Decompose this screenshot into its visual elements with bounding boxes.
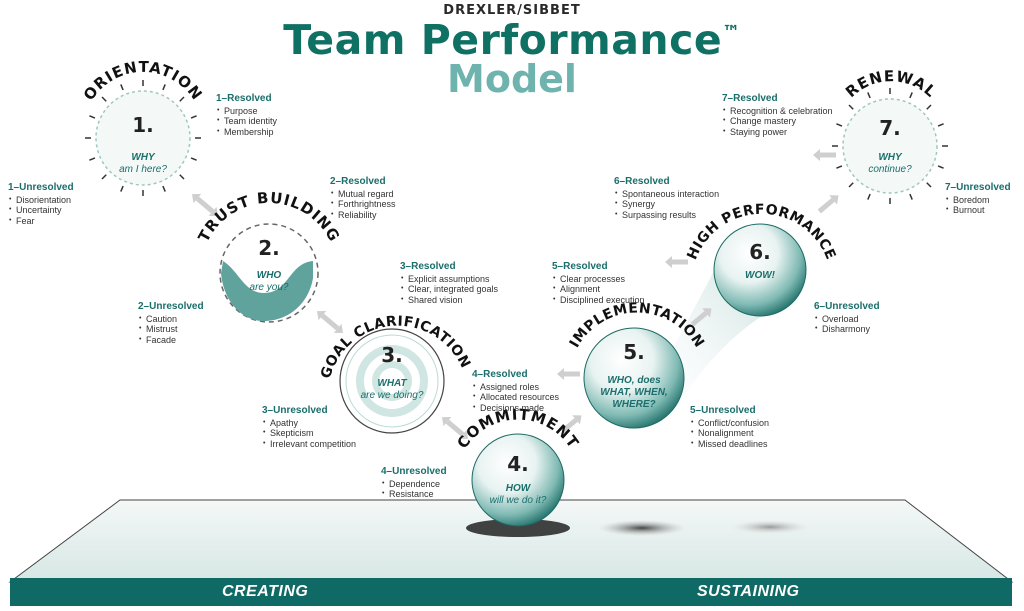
arrow-6-back	[665, 256, 688, 268]
arrow-1-2	[191, 193, 219, 217]
brand-label: DREXLER/SIBBET	[443, 3, 581, 18]
stage-7-circle	[832, 88, 948, 204]
arrow-5-back	[557, 368, 580, 380]
arrow-2-3	[316, 310, 344, 334]
arrow-4-5	[560, 415, 582, 434]
annotation-3-resolved: 3–Resolved Explicit assumptions Clear, i…	[400, 261, 498, 305]
band-label-sustaining: SUSTAINING	[697, 583, 800, 600]
title-line-2: Model	[447, 57, 577, 101]
title-text: Team Performance	[283, 16, 723, 64]
stage-2-circle	[219, 223, 319, 323]
annotation-3-unresolved: 3–Unresolved Apathy Skepticism Irrelevan…	[262, 405, 356, 449]
bottom-band	[10, 578, 1012, 606]
stage-3-target	[339, 328, 445, 434]
annotation-4-unresolved: 4–Unresolved Dependence Resistance	[381, 466, 447, 500]
arrow-5-6	[690, 308, 712, 327]
stage-3-number: 3.	[381, 343, 403, 367]
annotation-6-unresolved: 6–Unresolved Overload Disharmony	[814, 301, 880, 335]
annotation-5-unresolved: 5–Unresolved Conflict/confusion Nonalign…	[690, 405, 769, 449]
stage-2-number: 2.	[258, 236, 280, 260]
title-line-1: Team Performance™	[0, 16, 1024, 64]
trademark: ™	[722, 22, 741, 43]
arrow-7-back	[813, 149, 836, 161]
ball-6	[713, 223, 807, 317]
shadow-ghost-1	[598, 520, 686, 536]
arrow-3-4	[441, 416, 469, 440]
flow-arrows	[191, 149, 839, 440]
annotation-5-resolved: 5–Resolved Clear processes Alignment Dis…	[552, 261, 645, 305]
stage-7-number: 7.	[879, 116, 901, 140]
stage-1-number: 1.	[132, 113, 154, 137]
shadow-ball-4	[466, 519, 570, 537]
annotation-7-unresolved: 7–Unresolved Boredom Burnout	[945, 182, 1011, 216]
annotation-1-resolved: 1–Resolved Purpose Team identity Members…	[216, 93, 277, 137]
stage-5-number: 5.	[623, 340, 645, 364]
annotation-2-unresolved: 2–Unresolved Caution Mistrust Facade	[138, 301, 204, 345]
ball-5	[583, 327, 685, 429]
ball-4	[471, 433, 565, 527]
stage-6-question: WOW!	[745, 270, 775, 281]
annotation-1-unresolved: 1–Unresolved Disorientation Uncertainty …	[8, 182, 74, 226]
band-label-creating: CREATING	[222, 583, 309, 600]
annotation-7-resolved: 7–Resolved Recognition & celebration Cha…	[722, 93, 833, 137]
stage-6-number: 6.	[749, 240, 771, 264]
annotation-6-resolved: 6–Resolved Spontaneous interaction Syner…	[614, 176, 719, 220]
shadow-ghost-2	[730, 520, 810, 534]
annotation-4-resolved: 4–Resolved Assigned roles Allocated reso…	[472, 369, 559, 413]
arrow-6-7	[817, 195, 839, 214]
annotation-2-resolved: 2–Resolved Mutual regard Forthrightness …	[330, 176, 396, 220]
stage-1-circle	[85, 80, 201, 196]
stage-4-number: 4.	[507, 452, 529, 476]
